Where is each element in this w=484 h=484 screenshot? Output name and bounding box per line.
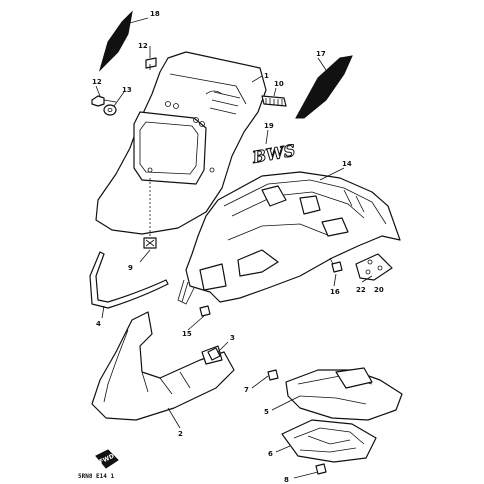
part-6-floor-cover xyxy=(281,419,377,463)
decal-text: BWS xyxy=(250,141,297,167)
part-5-panel xyxy=(285,367,403,421)
part-4-strip xyxy=(89,251,169,309)
part-10-emblem xyxy=(261,95,287,107)
callout-19: 19 xyxy=(264,122,274,130)
callouts: 18 12 1 17 10 12 13 19 14 9 4 15 16 22 2… xyxy=(92,10,384,484)
part-16-screw xyxy=(331,261,343,273)
part-15-screw xyxy=(199,305,211,317)
callout-12-upper: 12 xyxy=(138,42,148,50)
fwd-badge: FWD xyxy=(95,449,119,469)
figure-code: 5RN8 E14 1 xyxy=(78,473,115,480)
callout-5: 5 xyxy=(264,408,269,416)
part-17-side-panel xyxy=(295,55,353,119)
callout-7: 7 xyxy=(244,386,249,394)
callout-18: 18 xyxy=(150,10,160,18)
part-19-decal: BWS xyxy=(250,140,298,167)
callout-12-left: 12 xyxy=(92,78,102,86)
callout-3: 3 xyxy=(230,334,235,342)
part-3-clip xyxy=(207,347,221,361)
part-12-bolt-upper xyxy=(145,57,157,70)
part-14-inner-panel xyxy=(177,171,401,305)
leader-lines xyxy=(95,17,373,479)
callout-2: 2 xyxy=(178,430,183,438)
callout-20: 20 xyxy=(374,286,384,294)
part-20-bracket xyxy=(355,253,393,281)
callout-9: 9 xyxy=(128,264,133,272)
callout-13: 13 xyxy=(122,86,132,94)
part-9-grommet xyxy=(143,237,157,249)
part-13-washer xyxy=(103,104,117,116)
callout-16: 16 xyxy=(330,288,340,296)
callout-17: 17 xyxy=(316,50,326,58)
part-12-bolt-left xyxy=(91,95,117,107)
part-2-lower-cover xyxy=(91,311,235,421)
callout-6: 6 xyxy=(268,450,273,458)
part-18-side-cover xyxy=(98,10,133,72)
part-7-screw xyxy=(267,369,279,381)
callout-15: 15 xyxy=(182,330,192,338)
callout-22: 22 xyxy=(356,286,366,294)
part-8-screw xyxy=(315,463,327,475)
callout-1: 1 xyxy=(264,72,269,80)
callout-14: 14 xyxy=(342,160,352,168)
callout-4: 4 xyxy=(96,320,101,328)
callout-10: 10 xyxy=(274,80,284,88)
callout-8: 8 xyxy=(284,476,289,484)
part-1-front-cover xyxy=(95,51,267,235)
